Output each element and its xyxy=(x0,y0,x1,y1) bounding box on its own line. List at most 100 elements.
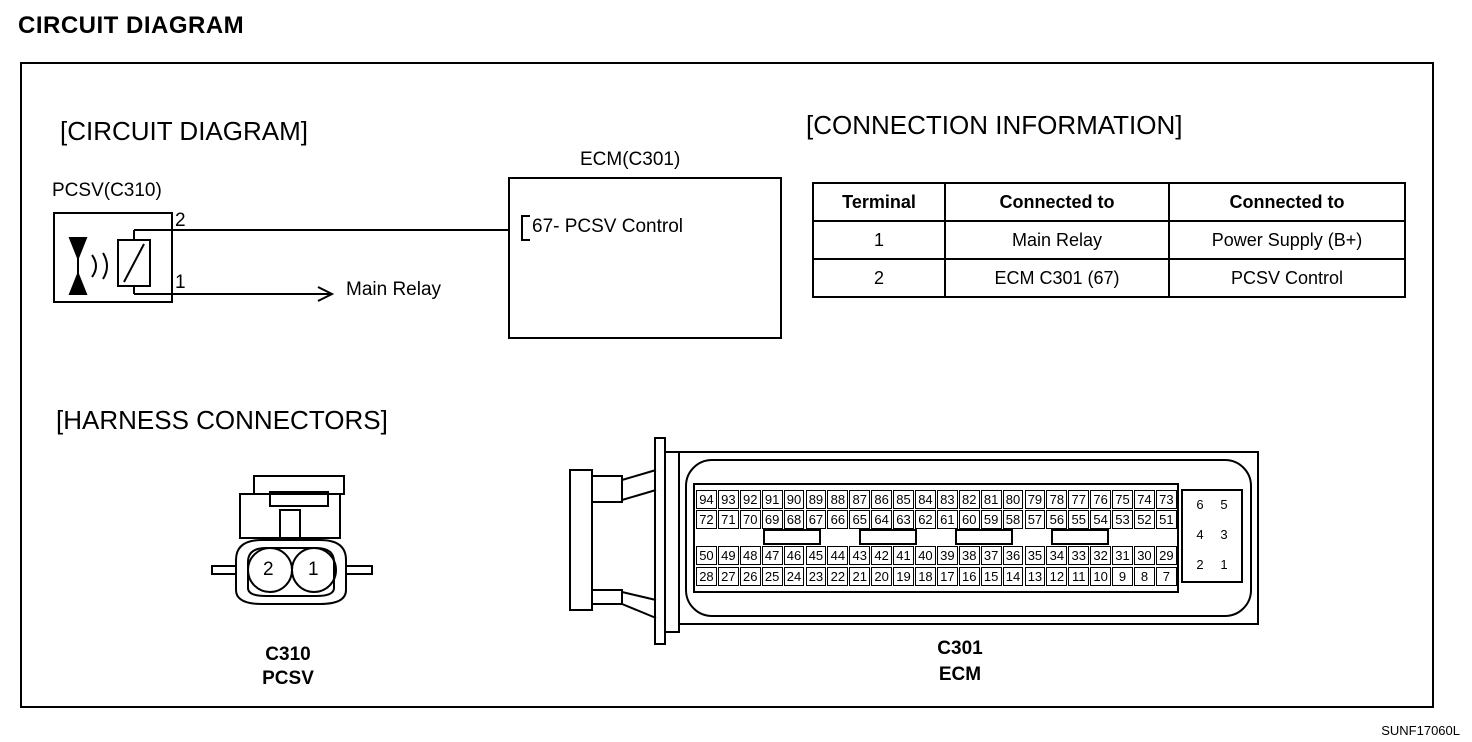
pcsv-label: PCSV(C310) xyxy=(52,180,162,201)
c301-pin: 42 xyxy=(871,546,893,565)
c301-pin: 63 xyxy=(893,510,914,529)
c301-pin: 86 xyxy=(871,490,893,509)
c301-pin: 15 xyxy=(980,567,1002,586)
c301-small-pin: 4 xyxy=(1196,527,1204,542)
c301-pin: 16 xyxy=(958,567,980,586)
c301-keys xyxy=(763,529,1109,545)
c301-small-pin: 2 xyxy=(1196,557,1204,572)
c301-pin: 31 xyxy=(1112,546,1133,565)
c301-pin: 29 xyxy=(1155,546,1177,565)
c301-small-pin: 1 xyxy=(1220,557,1228,572)
c301-pin: 91 xyxy=(761,490,783,509)
c301-pin: 89 xyxy=(805,490,827,509)
table-row: 1 Main Relay Power Supply (B+) xyxy=(812,220,1406,260)
c301-pin: 50 xyxy=(696,546,717,565)
connection-section-title: [CONNECTION INFORMATION] xyxy=(806,110,1183,140)
c301-pin: 41 xyxy=(893,546,914,565)
c301-pin: 47 xyxy=(761,546,783,565)
c301-pin: 74 xyxy=(1134,490,1155,509)
main-relay-label: Main Relay xyxy=(346,279,442,300)
circuit-section-title: [CIRCUIT DIAGRAM] xyxy=(60,116,308,146)
c301-pin: 19 xyxy=(893,567,914,586)
c301-pin: 65 xyxy=(849,510,871,529)
c301-pin: 7 xyxy=(1155,567,1177,586)
ecm-box xyxy=(508,177,782,339)
c301-pin: 44 xyxy=(827,546,849,565)
c301-pin: 51 xyxy=(1155,510,1177,529)
c301-pin: 72 xyxy=(696,510,717,529)
c301-key-tab xyxy=(1051,529,1109,545)
c301-pin: 10 xyxy=(1090,567,1112,586)
ecm-pin-label: 67- PCSV Control xyxy=(532,216,684,237)
c301-pin: 58 xyxy=(1002,510,1024,529)
c301-pin: 70 xyxy=(739,510,761,529)
c301-pin: 23 xyxy=(805,567,827,586)
c301-pin: 78 xyxy=(1046,490,1068,509)
c301-pin: 73 xyxy=(1155,490,1177,509)
c301-pin: 17 xyxy=(936,567,958,586)
c301-connector-drawing xyxy=(569,437,1259,645)
c310-name: PCSV xyxy=(262,668,314,689)
c301-pin: 87 xyxy=(849,490,871,509)
c301-pin: 53 xyxy=(1112,510,1133,529)
ecm-label: ECM(C301) xyxy=(580,149,681,170)
c301-pin: 71 xyxy=(717,510,739,529)
c301-pin: 35 xyxy=(1024,546,1046,565)
c301-pin: 59 xyxy=(980,510,1002,529)
c301-pin: 39 xyxy=(936,546,958,565)
c301-pin: 82 xyxy=(958,490,980,509)
c301-pin: 25 xyxy=(761,567,783,586)
table-header: Connected to xyxy=(1168,182,1406,222)
c301-pin: 57 xyxy=(1024,510,1046,529)
c301-pin: 80 xyxy=(1002,490,1024,509)
c301-pin: 8 xyxy=(1134,567,1155,586)
c301-key-tab xyxy=(955,529,1013,545)
table-header-row: Terminal Connected to Connected to xyxy=(812,182,1406,222)
c301-pin: 40 xyxy=(915,546,936,565)
pcsv-pin-1-label: 1 xyxy=(175,272,186,293)
c301-pin: 9 xyxy=(1112,567,1133,586)
c301-small-pin: 5 xyxy=(1220,497,1228,512)
c301-pin: 46 xyxy=(783,546,805,565)
arrow-right-icon xyxy=(317,286,335,302)
c301-pin: 69 xyxy=(761,510,783,529)
c301-pin: 11 xyxy=(1068,567,1090,586)
c301-pin: 12 xyxy=(1046,567,1068,586)
c301-pin: 55 xyxy=(1068,510,1090,529)
c301-pin: 18 xyxy=(915,567,936,586)
c301-pin: 83 xyxy=(936,490,958,509)
c301-pin: 81 xyxy=(980,490,1002,509)
solenoid-valve-icon xyxy=(68,230,151,295)
c301-pin: 62 xyxy=(915,510,936,529)
c301-pin: 20 xyxy=(871,567,893,586)
c301-pin: 84 xyxy=(915,490,936,509)
page-title: CIRCUIT DIAGRAM xyxy=(18,12,245,39)
c301-pin: 33 xyxy=(1068,546,1090,565)
c301-code: C301 xyxy=(937,638,983,659)
c301-pin: 28 xyxy=(696,567,717,586)
table-header: Terminal xyxy=(812,182,946,222)
c301-pin: 56 xyxy=(1046,510,1068,529)
c301-pin: 38 xyxy=(958,546,980,565)
table-cell: 1 xyxy=(812,220,946,260)
c301-pin: 37 xyxy=(980,546,1002,565)
c301-pin: 75 xyxy=(1112,490,1133,509)
table-cell: Main Relay xyxy=(944,220,1170,260)
c310-code: C310 xyxy=(265,644,311,665)
c301-pin: 60 xyxy=(958,510,980,529)
c301-pin: 92 xyxy=(739,490,761,509)
table-cell: PCSV Control xyxy=(1168,258,1406,298)
c301-pin: 64 xyxy=(871,510,893,529)
c301-pin: 90 xyxy=(783,490,805,509)
c310-pin-1: 1 xyxy=(308,559,319,580)
c301-key-tab xyxy=(859,529,917,545)
c301-pin: 85 xyxy=(893,490,914,509)
table-header: Connected to xyxy=(944,182,1170,222)
c301-pin: 43 xyxy=(849,546,871,565)
c301-pin: 22 xyxy=(827,567,849,586)
c301-pin: 67 xyxy=(805,510,827,529)
c301-pin: 66 xyxy=(827,510,849,529)
c301-name: ECM xyxy=(938,664,982,685)
pcsv-box xyxy=(53,212,173,303)
